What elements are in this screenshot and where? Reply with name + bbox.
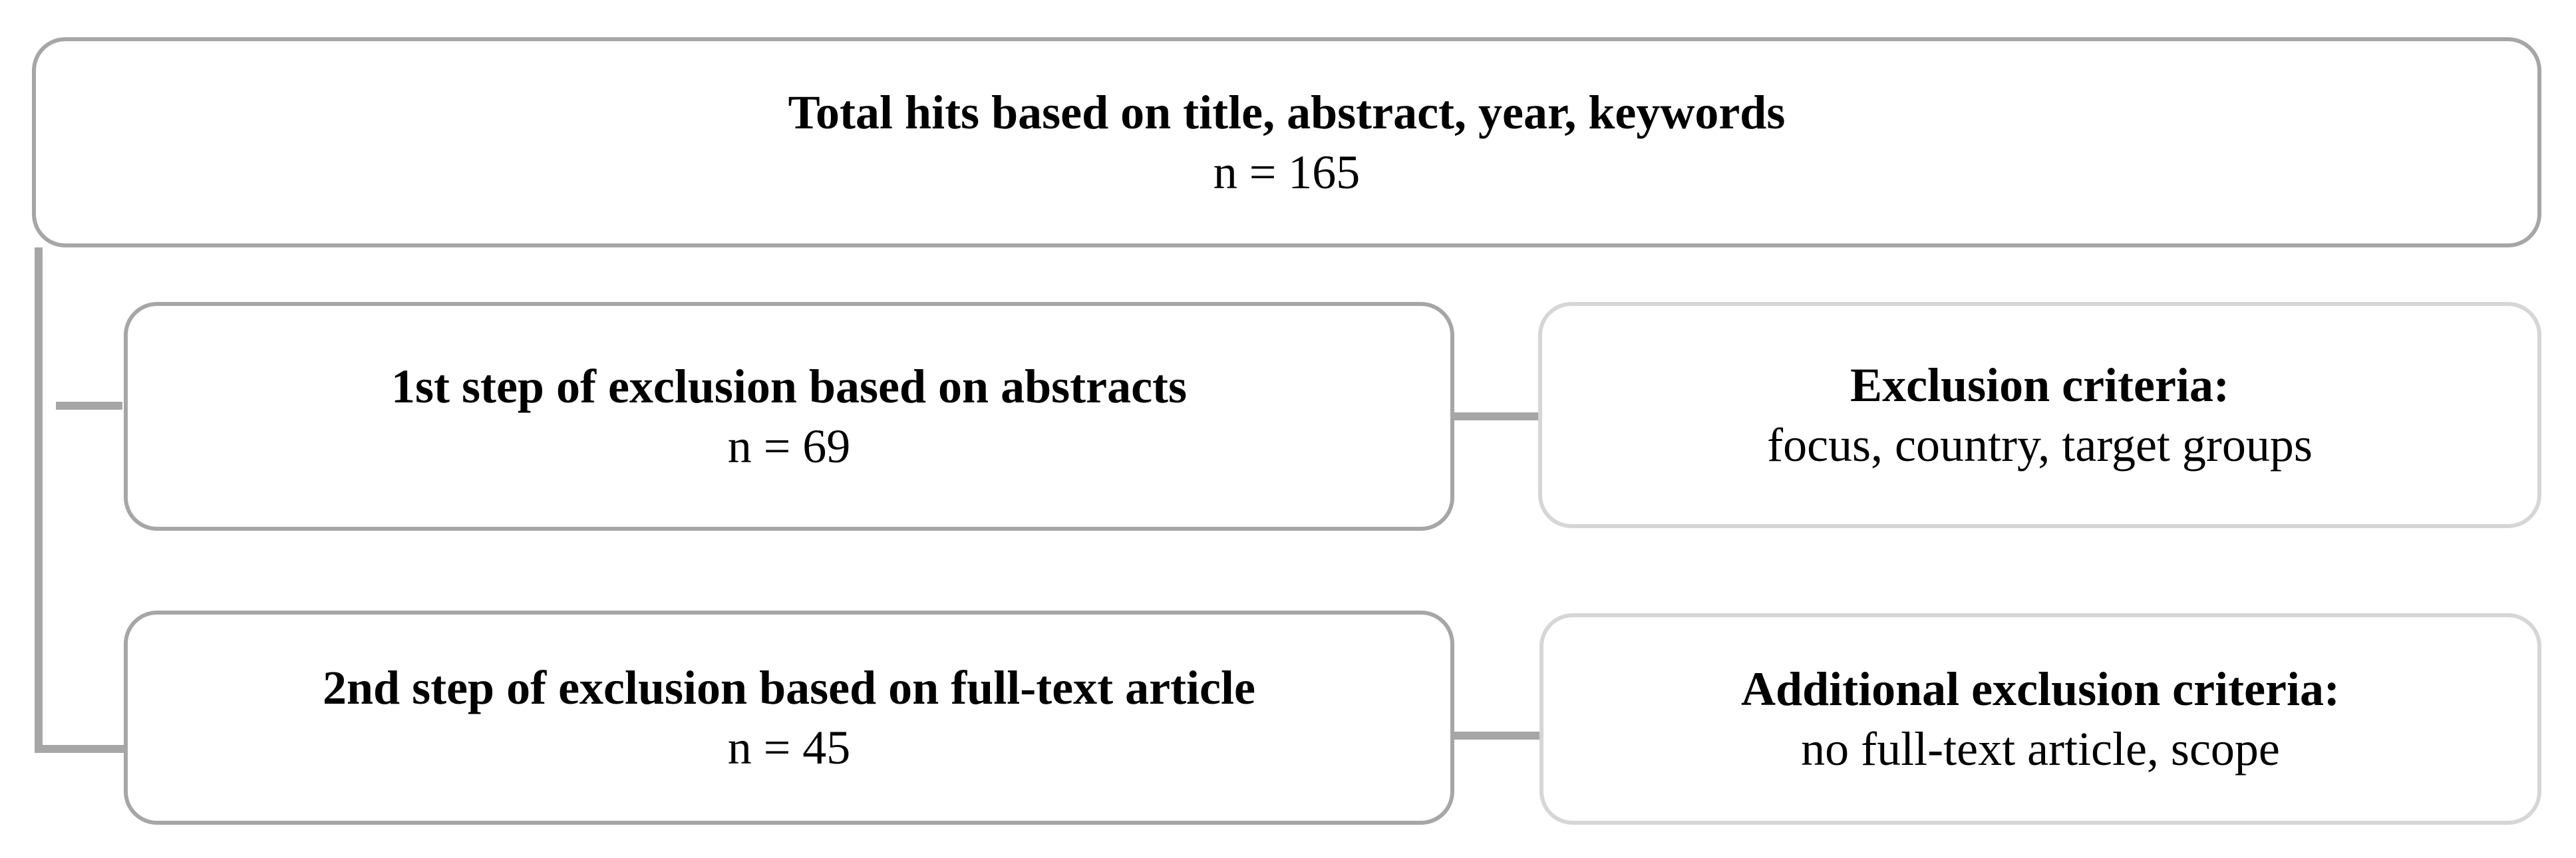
exclusion-criteria-list: focus, country, target groups: [1767, 418, 2313, 472]
step2-exclusion-count: n = 45: [727, 721, 851, 774]
step1-exclusion-title: 1st step of exclusion based on abstracts: [391, 360, 1188, 413]
additional-exclusion-criteria-title: Additional exclusion criteria:: [1741, 662, 2340, 716]
exclusion-criteria-box: Exclusion criteria: focus, country, targ…: [1538, 302, 2541, 528]
step1-branch-connector: [56, 402, 122, 410]
step1-criteria-connector: [1450, 412, 1542, 420]
exclusion-criteria-title: Exclusion criteria:: [1850, 358, 2229, 412]
total-hits-count: n = 165: [1213, 146, 1361, 199]
step2-exclusion-title: 2nd step of exclusion based on full-text…: [323, 661, 1255, 714]
step1-exclusion-box: 1st step of exclusion based on abstracts…: [124, 302, 1454, 531]
additional-exclusion-criteria-box: Additional exclusion criteria: no full-t…: [1539, 613, 2541, 825]
step2-exclusion-box: 2nd step of exclusion based on full-text…: [124, 611, 1454, 825]
vertical-trunk-connector: [35, 247, 43, 753]
total-hits-title: Total hits based on title, abstract, yea…: [788, 86, 1786, 139]
total-hits-box: Total hits based on title, abstract, yea…: [32, 37, 2541, 247]
step2-branch-connector: [41, 745, 133, 753]
step2-criteria-connector: [1450, 732, 1545, 740]
step1-exclusion-count: n = 69: [727, 420, 851, 473]
additional-exclusion-criteria-list: no full-text article, scope: [1801, 722, 2280, 776]
